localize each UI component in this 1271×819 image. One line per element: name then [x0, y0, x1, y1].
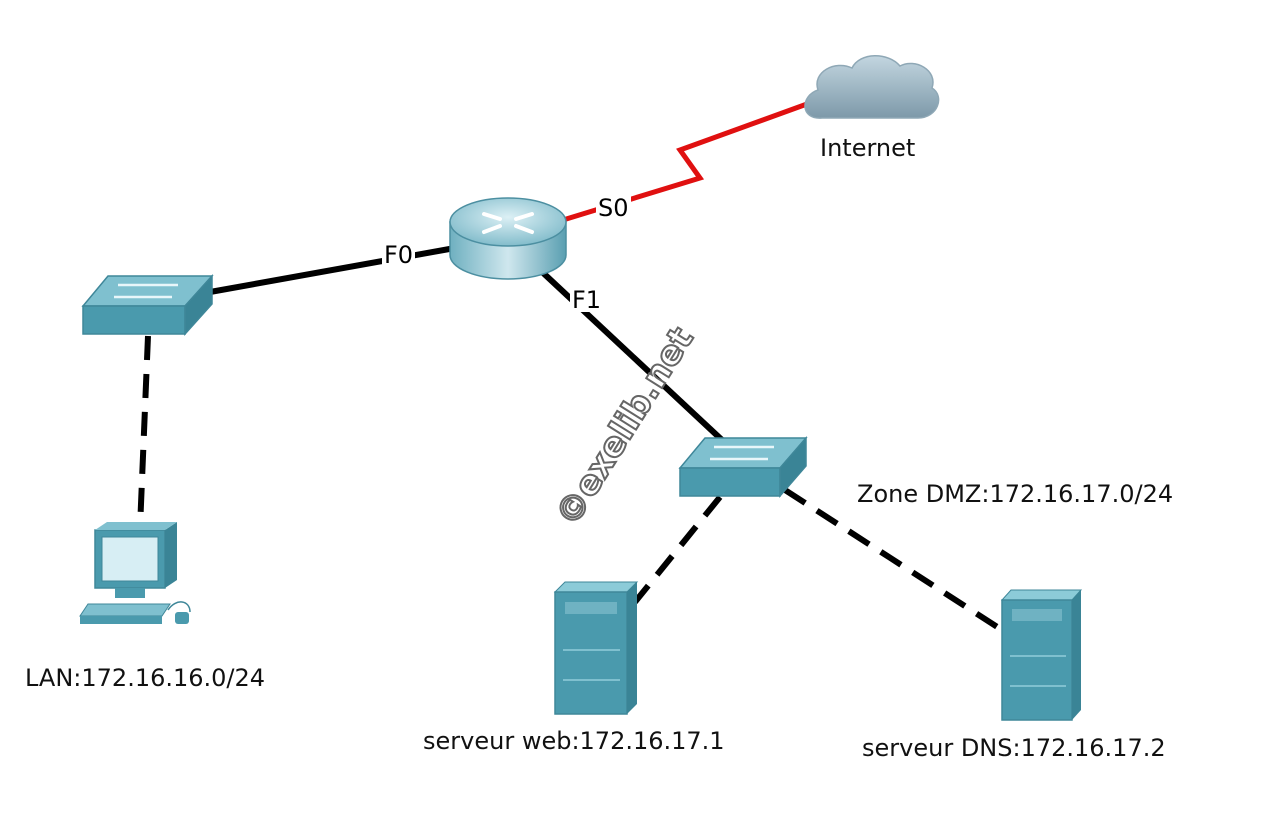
dmz-zone-label: Zone DMZ:172.16.17.0/24 [857, 480, 1174, 508]
port-label-f1: F1 [570, 286, 604, 314]
port-label-s0: S0 [596, 194, 631, 222]
pc-icon [79, 522, 191, 624]
web-server-label: serveur web:172.16.17.1 [423, 727, 725, 755]
port-label-f0: F0 [382, 241, 416, 269]
lan-label: LAN:172.16.16.0/24 [25, 664, 266, 692]
serial-link-s0 [562, 97, 819, 223]
server-icon [1000, 589, 1083, 721]
link-dns-server [783, 487, 1004, 633]
switch-icon [678, 435, 808, 499]
switch-icon [81, 274, 214, 336]
link-f0 [209, 245, 456, 295]
dns-server-label: serveur DNS:172.16.17.2 [862, 734, 1166, 762]
cloud-icon [804, 55, 940, 119]
link-lan-pc [137, 335, 151, 529]
server-icon [553, 581, 639, 715]
link-web-server [632, 495, 723, 604]
internet-label: Internet [820, 134, 916, 162]
router-icon [449, 197, 567, 280]
